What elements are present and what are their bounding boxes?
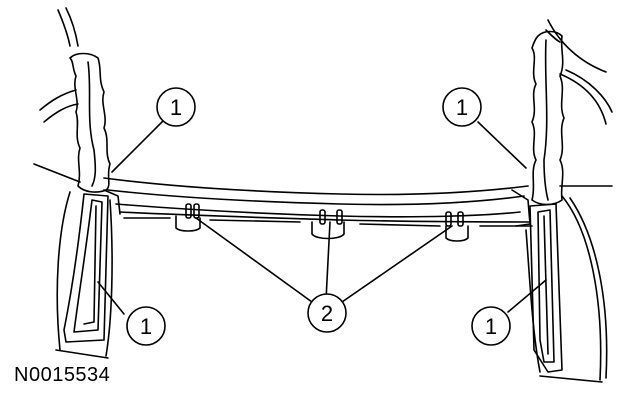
leader-2-to-center-clip xyxy=(325,221,331,301)
right-body-arc-2 xyxy=(565,69,613,113)
left-channel-slot xyxy=(83,205,97,325)
leader-1-upper-right xyxy=(477,121,527,169)
leader-1-upper-left xyxy=(111,119,165,173)
right-channel-slot xyxy=(543,215,549,355)
callout-circle-clips xyxy=(307,293,347,333)
header-bottom-flange xyxy=(123,217,533,227)
leader-2-to-right-clip xyxy=(341,225,453,303)
right-roof-line xyxy=(547,19,607,73)
retainer-tab-center xyxy=(311,221,345,240)
left-strip-inner xyxy=(87,61,97,187)
right-channel-inner xyxy=(537,209,555,363)
clip-center xyxy=(319,209,343,225)
left-roof-line xyxy=(65,7,79,47)
header-right-bracket xyxy=(511,189,531,227)
callout-1-lower-right: 1 xyxy=(485,314,497,339)
left-body-outer-2 xyxy=(105,199,113,357)
right-body-arc xyxy=(559,73,607,125)
callout-1-upper-left: 1 xyxy=(170,95,182,120)
leader-1-lower-left xyxy=(97,281,125,315)
callout-1-lower-left: 1 xyxy=(140,314,152,339)
right-upper-weatherstrip xyxy=(531,30,565,206)
header-left-bracket xyxy=(103,189,121,215)
retainer-tab-left xyxy=(175,215,201,232)
callout-1-upper-right: 1 xyxy=(456,95,468,120)
clip-right xyxy=(445,211,464,227)
header-strip-bottom xyxy=(115,203,521,218)
figure-id: N0015534 xyxy=(14,364,111,386)
left-channel-inner xyxy=(73,199,103,333)
right-strip-inner xyxy=(543,39,549,201)
right-body-outer-2 xyxy=(569,197,608,379)
left-trim-line xyxy=(33,163,81,183)
leader-2-to-left-clip xyxy=(195,217,313,303)
right-body-bottom xyxy=(539,375,603,383)
retainer-tab-right xyxy=(445,225,469,242)
left-lower-weatherstrip xyxy=(63,193,109,343)
leader-1-lower-right xyxy=(507,279,547,313)
callout-2-clips: 2 xyxy=(321,301,333,326)
right-body-inner xyxy=(525,229,541,373)
callout-circle-lower-right xyxy=(471,306,511,346)
callout-circle-lower-left xyxy=(126,306,166,346)
left-body-bottom xyxy=(55,349,109,359)
header-strip-top xyxy=(107,189,525,206)
left-body-arc xyxy=(39,89,77,111)
right-body-outer xyxy=(561,195,602,381)
left-body-arc-2 xyxy=(43,103,79,123)
callout-circle-upper-right xyxy=(442,87,482,127)
header-top-edge xyxy=(103,177,529,196)
left-body-outer xyxy=(56,191,71,351)
left-roof-line-2 xyxy=(57,9,71,47)
callout-circle-upper-left xyxy=(156,87,196,127)
